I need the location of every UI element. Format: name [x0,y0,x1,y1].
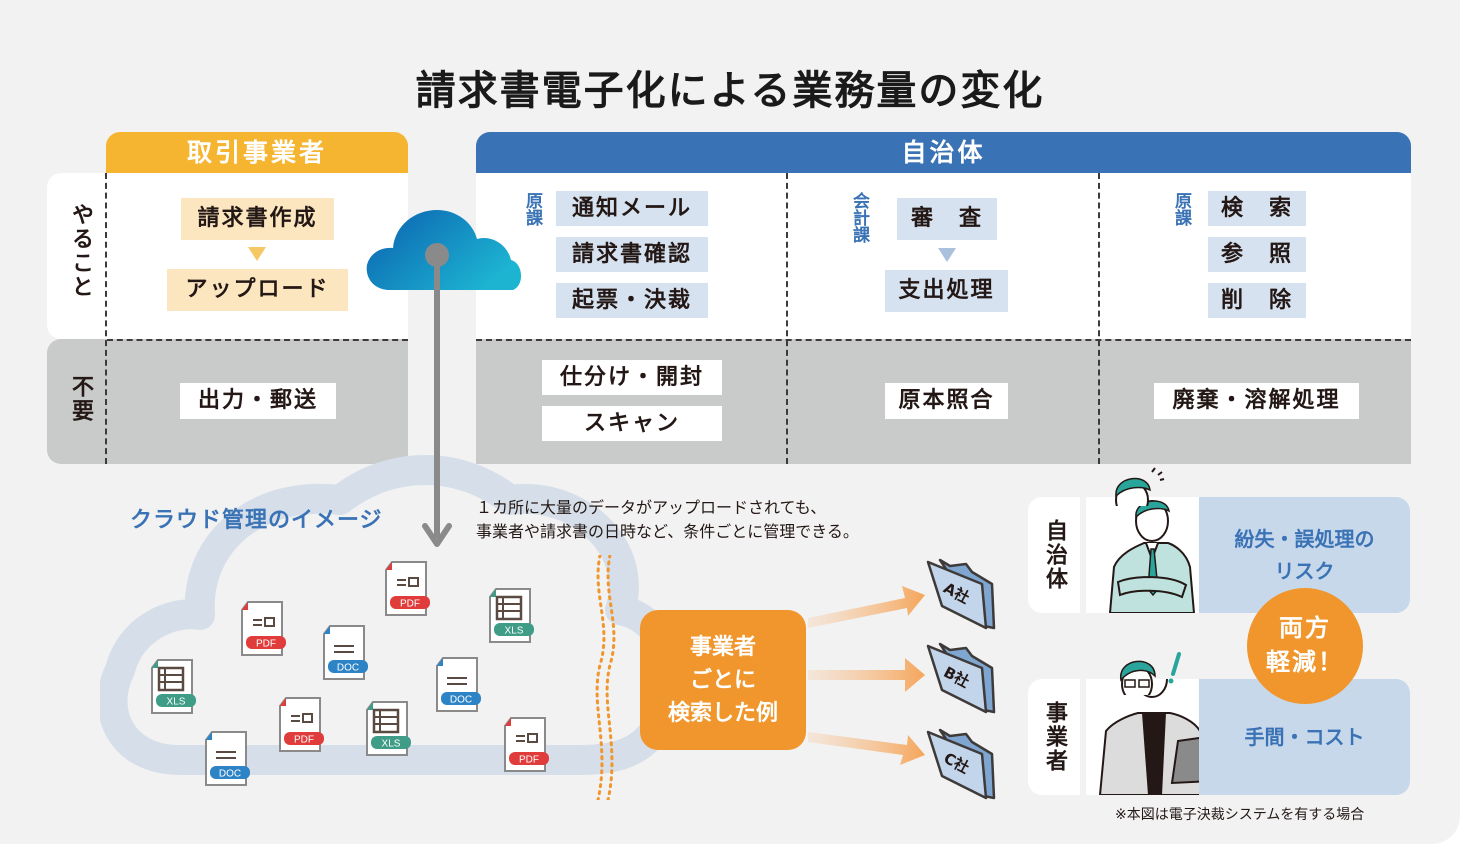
task-chip: 審 査 [897,198,997,240]
search-by-vendor-box: 事業者 ごとに 検索した例 [640,610,806,750]
doc-file-icon: DOC [322,624,372,686]
svg-text:PDF: PDF [519,755,539,766]
cloud-heading: クラウド管理のイメージ [130,508,383,533]
badge-line: 両方 [1279,614,1331,642]
svg-text:DOC: DOC [450,695,472,706]
pdf-file-icon: PDF [503,716,553,778]
arrow-icon [808,586,925,628]
svg-text:PDF: PDF [400,599,420,610]
vendor-head-illustration [1120,652,1181,695]
upload-connector-line [434,248,440,538]
footnote: ※本図は電子決裁システムを有する場合 [1115,807,1365,823]
doc-file-icon: DOC [204,730,254,792]
cloud-note: １カ所に大量のデータがアップロードされても、 事業者や請求書の日時など、条件ごと… [476,496,859,544]
svg-text:PDF: PDF [294,735,314,746]
effect-row-label-cell: 自治体 [1028,497,1080,613]
divider [1080,679,1086,795]
divider [476,339,1411,341]
doc-file-icon: DOC [435,656,485,718]
effect-row-label: 自治体 [1042,519,1067,591]
company-folder-icon: B社 [926,640,998,719]
svg-text:XLS: XLS [505,626,524,637]
divider [786,173,788,464]
search-line: ごとに [689,668,756,693]
svg-text:PDF: PDF [256,639,276,650]
task-chip: 参 照 [1208,237,1306,272]
company-folder-icon: A社 [926,556,998,635]
wavy-separator [595,555,616,800]
task-chip: 検 索 [1208,191,1306,226]
todo-row-label-cell: やること [47,173,107,339]
connector-pin [425,243,449,267]
municipality-effect-row: 自治体 紛失・誤処理の リスク [1028,497,1410,613]
task-chip: 請求書確認 [556,237,708,272]
svg-text:XLS: XLS [167,697,186,708]
pdf-file-icon: PDF [240,600,290,662]
staff-head-illustration [1115,467,1165,506]
municipality-staff-illustration [1108,500,1196,613]
divider [107,339,408,341]
unneeded-row-label-cell: 不要 [47,339,107,464]
unneeded-row-label: 不要 [68,375,93,423]
removed-task-chip: 原本照合 [885,383,1008,419]
divider [1080,497,1086,613]
effect-line: 手間・コスト [1244,725,1365,749]
svg-text:DOC: DOC [219,769,241,780]
arrow-icon [808,732,925,765]
task-chip: 請求書作成 [181,198,334,240]
removed-task-chip: 廃棄・溶解処理 [1154,383,1359,419]
search-line: 検索した例 [667,701,778,726]
down-arrow-icon [248,247,266,261]
svg-text:XLS: XLS [382,739,401,750]
divider [105,173,107,464]
divider [1098,173,1100,464]
effect-line: リスク [1274,559,1335,583]
vendor-column-header: 取引事業者 [106,132,408,173]
badge-line: 軽減！ [1266,648,1344,676]
pdf-file-icon: PDF [384,560,434,622]
removed-task-chip: 仕分け・開封 [542,360,722,395]
company-folder-icon: C社 [926,726,998,805]
task-chip: アップロード [167,269,348,311]
department-label: 会計課 [849,192,869,243]
note-line: 事業者や請求書の日時など、条件ごとに管理できる。 [476,522,859,541]
arrow-icon [808,658,925,692]
search-line: 事業者 [689,635,756,660]
note-line: １カ所に大量のデータがアップロードされても、 [476,498,827,517]
effect-row-label-cell: 事業者 [1028,679,1080,795]
municipality-column-header: 自治体 [476,132,1411,173]
effect-line: 紛失・誤処理の [1234,527,1375,551]
down-arrow-icon [422,523,452,547]
task-chip: 削 除 [1208,283,1306,318]
svg-text:DOC: DOC [337,663,359,674]
vendor-effect-row: 事業者 手間・コスト [1028,679,1410,795]
task-chip: 支出処理 [885,270,1008,312]
task-chip: 通知メール [556,191,708,226]
effect-text: 紛失・誤処理の リスク [1199,497,1410,613]
xls-file-icon: XLS [365,700,415,762]
department-label: 原課 [1171,192,1191,226]
xls-file-icon: XLS [150,658,200,720]
removed-task-chip: スキャン [542,406,722,441]
removed-task-chip: 出力・郵送 [180,383,336,419]
xls-file-icon: XLS [488,587,538,649]
pdf-file-icon: PDF [278,696,328,758]
department-label: 原課 [522,192,542,226]
todo-row-label: やること [68,203,93,299]
reduction-badge: 両方 軽減！ [1247,588,1363,704]
down-arrow-icon [938,248,956,262]
result-arrows [808,586,925,765]
task-chip: 起票・決裁 [556,283,708,318]
page-title: 請求書電子化による業務量の変化 [415,68,1045,114]
effect-row-label: 事業者 [1042,701,1067,773]
